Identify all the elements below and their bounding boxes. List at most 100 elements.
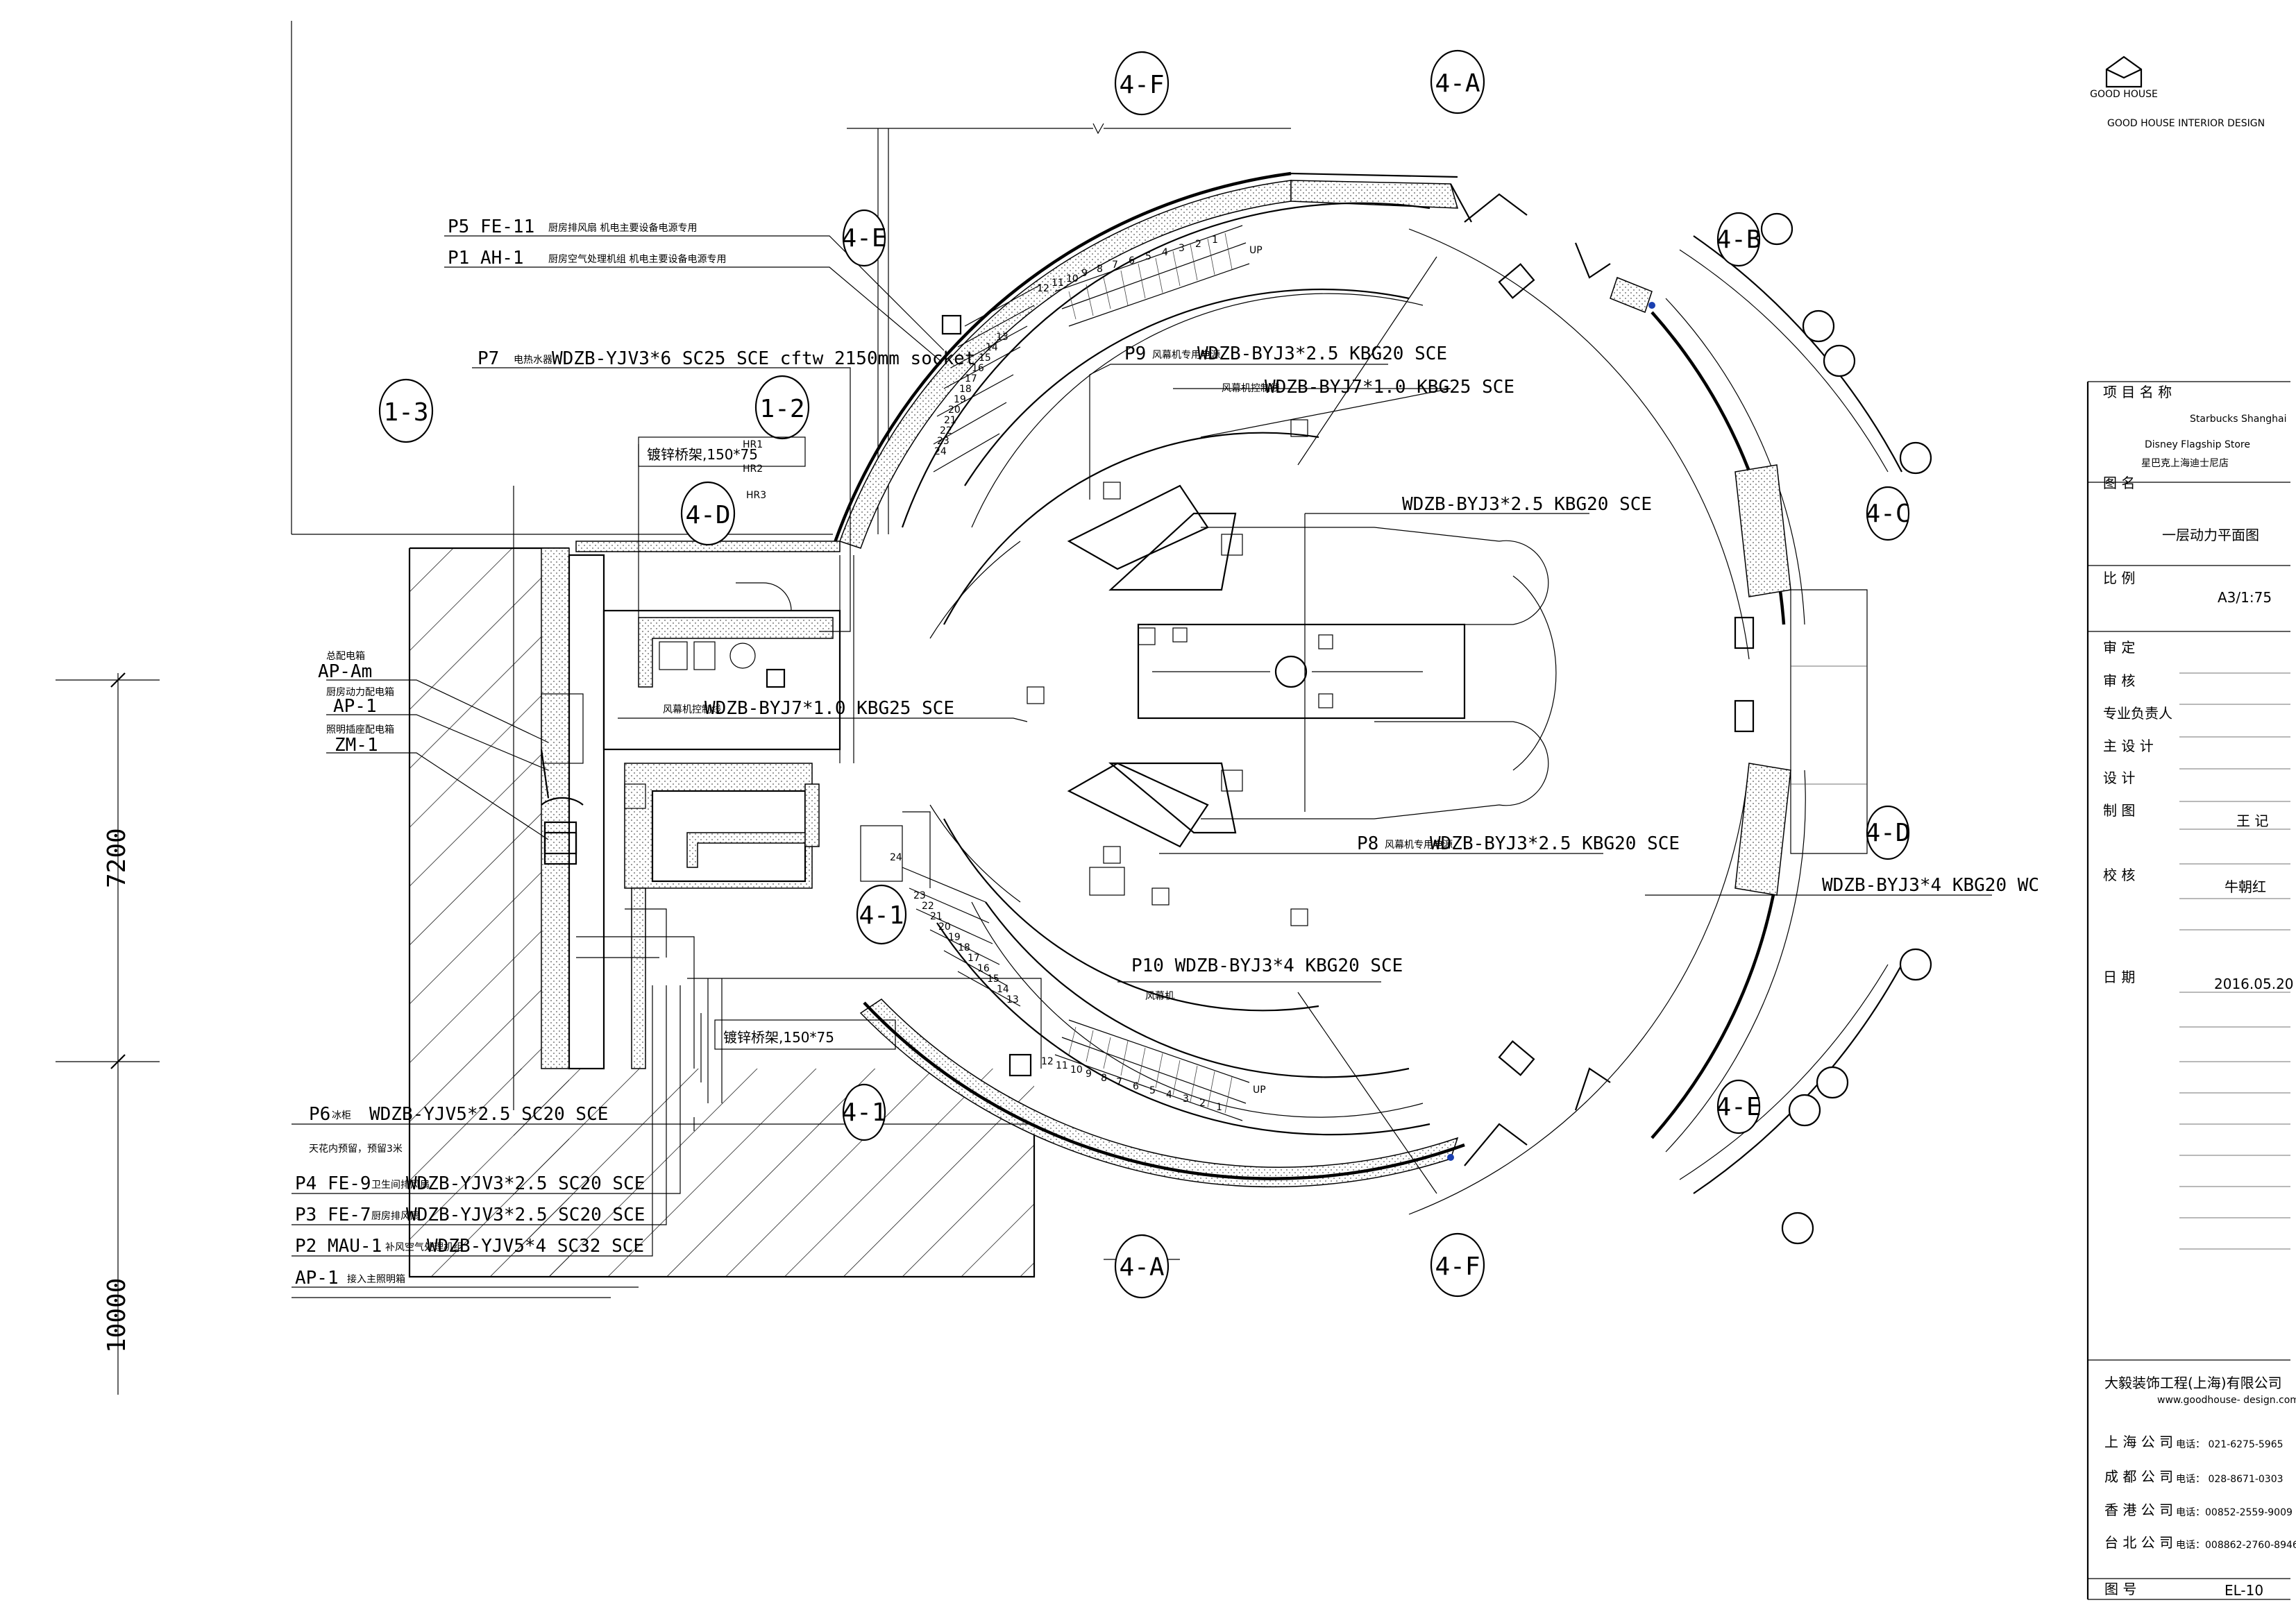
hr3-label: HR3 [746, 490, 766, 501]
svg-text:1-2: 1-2 [759, 395, 804, 423]
axis-4C: 4-C [1865, 486, 1911, 541]
svg-text:照明插座配电箱: 照明插座配电箱 [326, 724, 394, 736]
design-label: 设 计 [2103, 770, 2135, 786]
svg-text:风幕机专用电源: 风幕机专用电源 [1152, 350, 1220, 361]
stair-numbers-bottom: 1 2 3 4 5 6 7 8 9 10 11 12 13 14 15 16 1… [890, 852, 1266, 1113]
svg-text:AP-1: AP-1 [295, 1268, 339, 1289]
bottom-stairs [902, 867, 1250, 1121]
svg-text:WDZB-YJV5*4 SC32 SCE: WDZB-YJV5*4 SC32 SCE [427, 1236, 644, 1257]
svg-text:4-E: 4-E [841, 224, 886, 253]
svg-text:10: 10 [1066, 273, 1079, 284]
svg-text:18: 18 [959, 384, 972, 395]
svg-text:6: 6 [1129, 255, 1135, 266]
svg-text:厨房排风扇 机电主要设备电源专用: 厨房排风扇 机电主要设备电源专用 [548, 222, 697, 234]
svg-text:镀锌桥架,150*75: 镀锌桥架,150*75 [647, 446, 758, 463]
axis-4D: 4-D [680, 481, 736, 546]
right-facade [1464, 193, 1902, 1194]
svg-text:16: 16 [972, 363, 984, 374]
circuit-p9: P9 风幕机专用电源 WDZB-BYJ3*2.5 KBG20 SCE [1124, 343, 1447, 364]
circuit-3x25: WDZB-BYJ3*2.5 KBG20 SCE [1402, 494, 1652, 515]
axis-4A-top: 4-A [1430, 49, 1485, 114]
svg-text:风幕机: 风幕机 [1145, 991, 1174, 1002]
svg-text:冰柜: 冰柜 [332, 1110, 351, 1121]
axis-4D-right: 4-D [1865, 805, 1911, 860]
svg-text:补风空气处理机组: 补风空气处理机组 [385, 1242, 463, 1253]
company-name-en: GOOD HOUSE INTERIOR DESIGN [2107, 118, 2265, 129]
svg-text:卫生间排风扇: 卫生间排风扇 [371, 1180, 430, 1191]
axis-4-1: 4-1 [856, 884, 907, 945]
wiring-leaders [292, 235, 1992, 1298]
axis-4F-bottom: 4-F [1430, 1232, 1485, 1298]
panel-apam: 总配电箱 AP-Am [318, 651, 372, 682]
axis-4E-right: 4-E [1716, 1079, 1762, 1135]
svg-text:P1 AH-1: P1 AH-1 [448, 248, 524, 269]
svg-text:21: 21 [944, 415, 956, 426]
svg-text:ZM-1: ZM-1 [335, 735, 378, 756]
svg-text:WDZB-BYJ3*4 KBG20 WC: WDZB-BYJ3*4 KBG20 WC [1822, 875, 2039, 896]
axis-markers: 4-F 4-A 4-E 4-B 4-C 4-D 4-E 4-A [378, 49, 1911, 1299]
circuit-p10: P10 WDZB-BYJ3*4 KBG20 SCE 风幕机 [1131, 955, 1403, 1002]
svg-text:P8: P8 [1357, 833, 1378, 854]
svg-text:电热水器: 电热水器 [514, 355, 552, 366]
hatched-exterior-zone [408, 547, 1036, 1278]
company-name-cn: 大毅装饰工程(上海)有限公司 [2104, 1375, 2282, 1391]
svg-text:8: 8 [1101, 1073, 1107, 1084]
svg-text:P4 FE-9: P4 FE-9 [295, 1173, 371, 1194]
svg-text:10: 10 [1070, 1064, 1083, 1076]
axis-4A-bottom: 4-A [1104, 1234, 1180, 1299]
date-label: 日 期 [2103, 969, 2135, 985]
shanghai-tel: 电话： 021-6275-5965 [2176, 1439, 2284, 1450]
svg-text:厨房动力配电箱: 厨房动力配电箱 [326, 687, 394, 698]
hongkong-label: 香 港 公 司 [2104, 1502, 2173, 1518]
review-label: 审 核 [2103, 672, 2135, 689]
dimension-lines: 7200 10000 [56, 672, 160, 1395]
svg-text:4-D: 4-D [685, 501, 730, 529]
svg-text:厨房空气处理机组 机电主要设备电源专用: 厨房空气处理机组 机电主要设备电源专用 [548, 253, 726, 265]
proof-name: 牛朝红 [2225, 878, 2266, 895]
project-name-en-1: Starbucks Shanghai [2190, 414, 2286, 425]
svg-text:20: 20 [938, 921, 951, 933]
svg-text:4-A: 4-A [1119, 1253, 1164, 1282]
svg-text:7: 7 [1112, 260, 1118, 271]
svg-text:20: 20 [948, 405, 961, 416]
svg-text:风幕机控制线: 风幕机控制线 [663, 704, 721, 715]
main-design-label: 主 设 计 [2103, 738, 2154, 754]
circuit-3x4-wc: WDZB-BYJ3*4 KBG20 WC [1822, 875, 2039, 896]
svg-text:4-1: 4-1 [859, 901, 904, 930]
svg-text:16: 16 [977, 963, 990, 974]
taipei-tel: 电话：008862-2760-8946 [2176, 1540, 2296, 1551]
axis-4-1-lower: 4-1 [841, 1083, 887, 1141]
svg-text:13: 13 [1006, 994, 1019, 1005]
svg-text:P10 WDZB-BYJ3*4 KBG20 SCE: P10 WDZB-BYJ3*4 KBG20 SCE [1131, 955, 1403, 976]
axis-1-2: 1-2 [754, 375, 810, 440]
svg-text:UP: UP [1249, 245, 1263, 256]
svg-text:22: 22 [922, 901, 934, 912]
cable-tray-top: 镀锌桥架,150*75 [638, 436, 806, 467]
check-label: 审 定 [2103, 639, 2135, 656]
svg-text:24: 24 [890, 852, 902, 863]
svg-text:1-3: 1-3 [383, 398, 428, 427]
circuit-p7: P7 电热水器 WDZB-YJV3*6 SC25 SCE cftw 2150mm… [478, 348, 975, 369]
svg-text:P2 MAU-1: P2 MAU-1 [295, 1236, 382, 1257]
svg-text:17: 17 [965, 373, 977, 384]
shanghai-label: 上 海 公 司 [2104, 1434, 2173, 1450]
draw-name: 王 记 [2236, 813, 2268, 829]
svg-text:P7: P7 [478, 348, 499, 369]
circuit-p6: P6 冰柜 WDZB-YJV5*2.5 SC20 SCE 天花内预留，预留3米 [309, 1104, 608, 1155]
chengdu-tel: 电话： 028-8671-0303 [2176, 1474, 2284, 1485]
drawing-number: EL-10 [2225, 1582, 2263, 1599]
chengdu-label: 成 都 公 司 [2104, 1468, 2173, 1485]
svg-text:3: 3 [1179, 243, 1185, 254]
axis-4B: 4-B [1716, 212, 1762, 267]
svg-text:4-1: 4-1 [841, 1098, 886, 1127]
cable-tray-bottom: 镀锌桥架,150*75 [714, 1019, 896, 1050]
svg-text:GOOD HOUSE: GOOD HOUSE [2090, 89, 2158, 100]
circuit-labels: P5 FE-11 厨房排风扇 机电主要设备电源专用 P1 AH-1 厨房空气处理… [295, 216, 2039, 1289]
svg-text:19: 19 [954, 394, 966, 405]
project-name-cn: 星巴克上海迪士尼店 [2141, 458, 2229, 469]
top-stairs [933, 225, 1250, 473]
axis-4F-top: 4-F [1114, 51, 1170, 116]
svg-text:4-E: 4-E [1716, 1093, 1761, 1121]
svg-text:UP: UP [1253, 1085, 1266, 1096]
